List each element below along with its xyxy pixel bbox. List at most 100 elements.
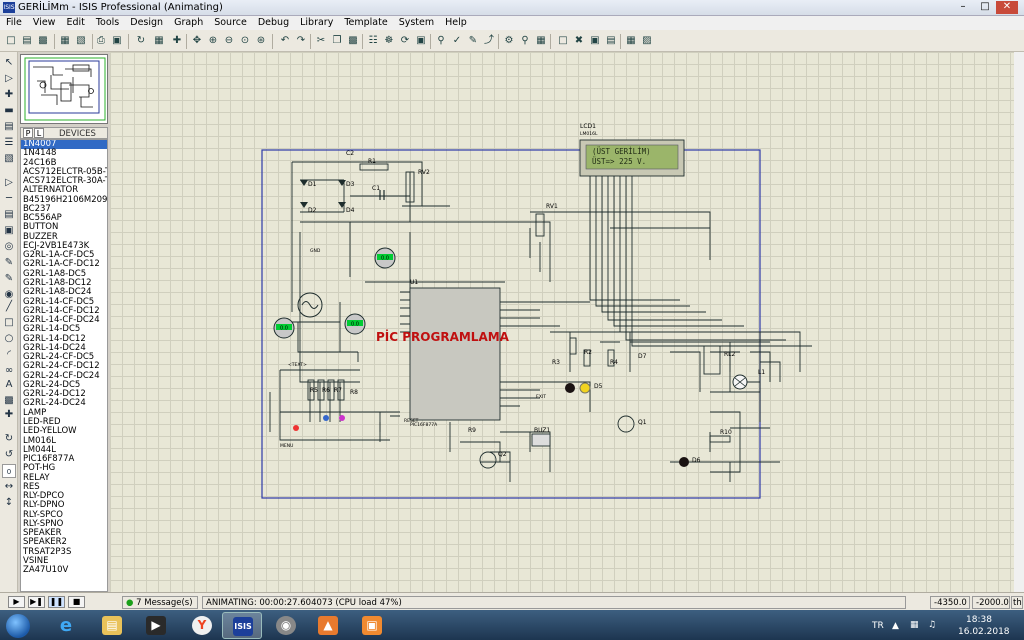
device-list-item[interactable]: LM044L xyxy=(23,444,57,455)
device-list-item[interactable]: G2RL-24-CF-DC5 xyxy=(23,352,95,363)
device-list-item[interactable]: BC556AP xyxy=(23,213,62,224)
menu-help[interactable]: Help xyxy=(445,17,467,28)
canvas-vertical-scrollbar[interactable] xyxy=(1014,52,1024,592)
zoom-in-icon[interactable]: ⊕ xyxy=(208,35,218,46)
block-move-icon[interactable]: ☸ xyxy=(384,35,394,46)
menu-edit[interactable]: Edit xyxy=(66,17,85,28)
pick-devices-button[interactable]: P xyxy=(23,128,33,138)
virtual-instruments-icon[interactable]: ◉ xyxy=(4,289,14,300)
menu-template[interactable]: Template xyxy=(344,17,388,28)
overview-window[interactable] xyxy=(20,54,108,124)
taskbar-yandex[interactable]: Y xyxy=(182,612,222,639)
block-delete-icon[interactable]: ▣ xyxy=(416,35,426,46)
paste-icon[interactable]: ▩ xyxy=(348,35,358,46)
netlist-to-ares-icon[interactable]: ▨ xyxy=(642,35,652,46)
device-list-item[interactable]: G2RL-1A8-DC12 xyxy=(23,277,92,288)
component-mode-icon[interactable]: ▷ xyxy=(5,73,13,84)
block-rotate-icon[interactable]: ⟳ xyxy=(400,35,410,46)
menu-library[interactable]: Library xyxy=(300,17,334,28)
taskbar-app-5[interactable]: ◉ xyxy=(266,612,306,639)
property-assign-icon[interactable]: ▦ xyxy=(536,35,546,46)
open-folder-icon[interactable]: ▤ xyxy=(22,35,32,46)
taskbar-explorer[interactable]: ▤ xyxy=(92,612,132,639)
taskbar-ie[interactable]: e xyxy=(46,612,86,639)
device-list-item[interactable]: RES xyxy=(23,481,40,492)
device-list-item[interactable]: ZA47U10V xyxy=(23,565,69,576)
taskbar-media[interactable]: ▶ xyxy=(136,612,176,639)
device-list-item[interactable]: BC237 xyxy=(23,203,51,214)
device-list-item[interactable]: POT-HG xyxy=(23,463,56,474)
stop-button[interactable]: ■ xyxy=(68,596,85,608)
device-list-item[interactable]: LAMP xyxy=(23,407,47,418)
generator-icon[interactable]: ◎ xyxy=(4,241,14,252)
device-list-item[interactable]: LED-YELLOW xyxy=(23,426,77,437)
device-list-item[interactable]: G2RL-24-CF-DC12 xyxy=(23,361,100,372)
symbol-icon[interactable]: ▩ xyxy=(4,395,14,406)
tray-arrow-icon[interactable]: ▲ xyxy=(892,621,899,631)
menu-tools[interactable]: Tools xyxy=(95,17,120,28)
decompose-icon[interactable]: ⤴ xyxy=(484,35,494,46)
electrical-rule-check-icon[interactable]: ▦ xyxy=(626,35,636,46)
pick-device-icon[interactable]: ⚲ xyxy=(437,35,445,46)
schematic-canvas[interactable]: 0.0 0.0 0.0 (ÜST GERİLİM) ÜST=> 225 V. L… xyxy=(110,52,1024,592)
exit-to-parent-icon[interactable]: ▣ xyxy=(590,35,600,46)
device-list-item[interactable]: BUTTON xyxy=(23,222,59,233)
menu-source[interactable]: Source xyxy=(214,17,247,28)
device-list-item[interactable]: SPEAKER2 xyxy=(23,537,67,548)
device-list-item[interactable]: G2RL-14-CF-DC5 xyxy=(23,296,95,307)
device-list-item[interactable]: G2RL-24-DC5 xyxy=(23,379,81,390)
device-list-item[interactable]: G2RL-1A8-DC24 xyxy=(23,287,92,298)
junction-dot-icon[interactable]: ✚ xyxy=(4,89,14,100)
graph-icon[interactable]: ▤ xyxy=(4,209,14,220)
start-button[interactable] xyxy=(6,614,30,638)
device-list-item[interactable]: ACS712ELCTR-05B-T xyxy=(23,166,108,177)
taskbar-app-7[interactable]: ▣ xyxy=(352,612,392,639)
tape-recorder-icon[interactable]: ▣ xyxy=(4,225,14,236)
device-list-item[interactable]: 1N4148 xyxy=(23,148,57,159)
copy-icon[interactable]: ❐ xyxy=(332,35,342,46)
bill-of-materials-icon[interactable]: ▤ xyxy=(606,35,616,46)
refresh-icon[interactable]: ↻ xyxy=(136,35,146,46)
menu-graph[interactable]: Graph xyxy=(174,17,204,28)
grid-icon[interactable]: ▦ xyxy=(154,35,164,46)
wire-autorouter-icon[interactable]: ⚙ xyxy=(504,35,514,46)
device-list-item[interactable]: G2RL-24-DC12 xyxy=(23,389,86,400)
device-list-item[interactable]: PIC16F877A xyxy=(23,454,75,465)
pan-icon[interactable]: ✥ xyxy=(192,35,202,46)
device-list-item[interactable]: G2RL-14-DC12 xyxy=(23,333,86,344)
device-list-item[interactable]: ECJ-2VB1E473K xyxy=(23,240,90,251)
text-script-icon[interactable]: ▤ xyxy=(4,121,14,132)
device-list-item[interactable]: LM016L xyxy=(23,435,57,446)
device-list-item[interactable]: RLY-DPNO xyxy=(23,500,65,511)
clock-date[interactable]: 16.02.2018 xyxy=(958,627,1010,637)
menu-file[interactable]: File xyxy=(6,17,22,28)
device-list-item[interactable]: RLY-SPNO xyxy=(23,518,64,529)
export-icon[interactable]: ▧ xyxy=(76,35,86,46)
rotation-angle-field[interactable]: 0 xyxy=(2,464,16,478)
device-pins-icon[interactable]: ─ xyxy=(5,193,13,204)
voltage-probe-icon[interactable]: ✎ xyxy=(4,257,14,268)
clock-time[interactable]: 18:38 xyxy=(966,615,992,625)
device-list-item[interactable]: RLY-DPCO xyxy=(23,491,65,502)
step-button[interactable]: ▶❚ xyxy=(28,596,45,608)
device-list-item[interactable]: G2RL-24-DC24 xyxy=(23,398,86,409)
path-icon[interactable]: ∞ xyxy=(4,365,14,376)
device-list-item[interactable]: BUZZER xyxy=(23,231,58,242)
device-list-item[interactable]: G2RL-14-CF-DC24 xyxy=(23,315,100,326)
volume-icon[interactable]: ♫ xyxy=(928,620,937,630)
new-sheet-icon[interactable]: □ xyxy=(558,35,568,46)
device-list-item[interactable]: TRSAT2P3S xyxy=(23,546,72,557)
rotate-anticlockwise-icon[interactable]: ↺ xyxy=(4,449,14,460)
device-list-item[interactable]: G2RL-24-CF-DC24 xyxy=(23,370,100,381)
language-indicator[interactable]: TR xyxy=(872,621,884,631)
maximize-button[interactable]: □ xyxy=(980,1,990,12)
import-icon[interactable]: ▦ xyxy=(60,35,70,46)
print-icon[interactable]: ⎙ xyxy=(97,35,105,46)
text-icon[interactable]: A xyxy=(5,379,13,390)
device-list-item[interactable]: G2RL-14-CF-DC12 xyxy=(23,305,100,316)
taskbar-isis[interactable]: ISIS xyxy=(222,612,262,639)
selection-mode-icon[interactable]: ↖ xyxy=(4,57,14,68)
bus-icon[interactable]: ☰ xyxy=(4,137,14,148)
redo-icon[interactable]: ↷ xyxy=(296,35,306,46)
